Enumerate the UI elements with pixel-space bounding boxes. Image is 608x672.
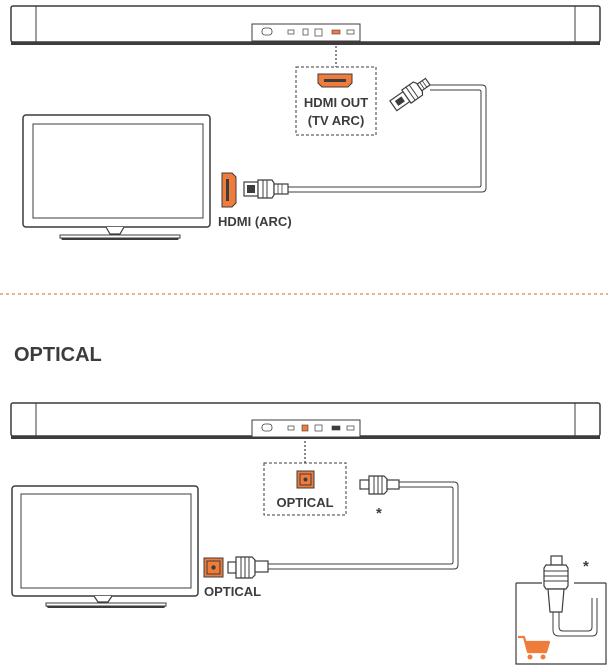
hdmi-cable [288,84,487,193]
soundbar-bottom [10,402,601,439]
soundbar-port-panel-2 [251,419,361,438]
soundbar-top [10,5,601,45]
optical-plug-icon [359,475,400,495]
tv-optical-port-icon [203,557,224,578]
optical-heading: OPTICAL [14,344,102,366]
accessory-box: * [515,555,607,665]
hdmi-section: HDMI OUT (TV ARC) [10,5,601,240]
tv-arc-label: (TV ARC) [308,113,365,128]
optical-tv-label: OPTICAL [204,584,261,599]
accessory-optical-plug-icon [543,555,569,613]
tv-optical-plug-icon [227,556,269,579]
tv-top [22,114,211,240]
tv-hdmi-plug-icon [243,179,289,199]
hdmi-out-label: HDMI OUT [304,95,368,110]
optical-section: OPTICAL * [10,402,607,665]
optical-cable [268,481,459,570]
hdmi-plug-icon [389,77,431,112]
shopping-cart-icon [518,635,551,660]
hdmi-out-callout [295,66,377,136]
cable-note-marker: * [376,505,382,522]
accessory-note-marker: * [583,558,589,575]
tv-bottom [11,485,199,608]
optical-port-icon [296,470,315,489]
hdmi-arc-label: HDMI (ARC) [218,214,292,229]
optical-soundbar-label: OPTICAL [276,495,333,510]
hdmi-port-icon [317,73,353,88]
tv-hdmi-port-icon [221,172,237,208]
optical-callout [263,462,347,516]
soundbar-port-panel [251,23,361,42]
